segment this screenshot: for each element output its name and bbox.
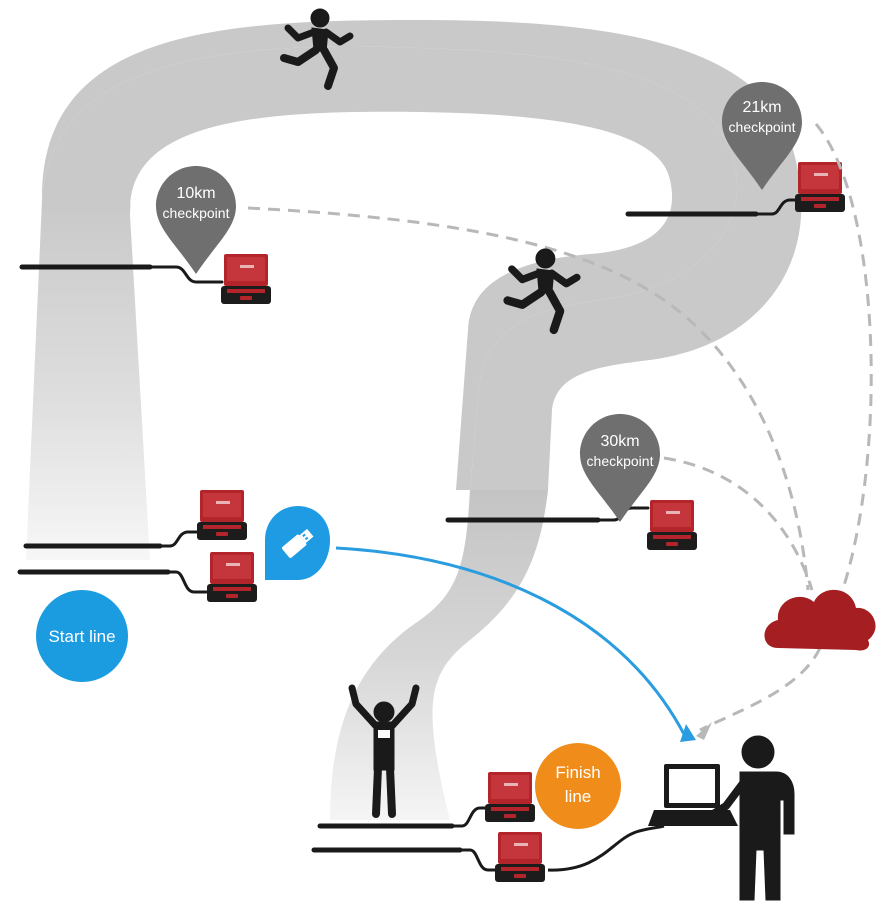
road-arch-interior xyxy=(130,118,666,560)
checkpoint-10km-line2: checkpoint xyxy=(163,205,230,221)
timing-device-icon xyxy=(647,500,697,550)
arrowhead-cloud-laptop xyxy=(696,722,712,740)
checkpoint-21km-line2: checkpoint xyxy=(729,119,796,135)
timing-device-icon xyxy=(795,162,845,212)
timing-device-icon xyxy=(197,490,247,540)
laptop-cable xyxy=(547,824,665,872)
road-top-arch xyxy=(41,20,802,490)
checkpoint-21km: 21km checkpoint xyxy=(722,82,802,190)
winner-icon xyxy=(348,684,420,818)
timing-device-icon xyxy=(207,552,257,602)
link-21km-cloud xyxy=(814,123,873,593)
usb-arrowhead xyxy=(680,724,696,742)
link-cloud-laptop xyxy=(699,647,822,732)
checkpoint-30km-line2: checkpoint xyxy=(587,453,654,469)
road-inner-gap xyxy=(42,46,738,491)
checkpoint-10km-line1: 10km xyxy=(176,185,215,202)
link-10km-cloud xyxy=(247,206,810,591)
laptop-icon xyxy=(648,764,738,826)
timing-device-icon xyxy=(221,254,271,304)
start-line-marker: Start line xyxy=(36,590,128,682)
usb-transfer-arrow xyxy=(335,546,688,739)
usb-badge xyxy=(265,506,330,580)
road-start-leg xyxy=(26,200,150,560)
checkpoint-30km-line1: 30km xyxy=(600,433,639,450)
start-line-label: Start line xyxy=(48,627,115,646)
timing-device-icon xyxy=(495,832,545,882)
link-30km-cloud xyxy=(663,456,814,591)
timing-device-icon xyxy=(485,772,535,822)
finish-line-marker: Finish line xyxy=(535,743,621,829)
cloud-icon xyxy=(764,589,876,651)
finish-line-label-2: line xyxy=(565,787,591,806)
finish-line-label-1: Finish xyxy=(555,763,600,782)
checkpoint-21km-line1: 21km xyxy=(742,99,781,116)
timing-mats xyxy=(17,211,759,853)
usb-icon xyxy=(282,528,314,558)
data-links xyxy=(247,123,873,732)
road-finish-leg xyxy=(330,490,548,820)
checkpoint-10km: 10km checkpoint xyxy=(156,166,236,274)
operator-icon xyxy=(706,735,795,901)
checkpoint-30km: 30km checkpoint xyxy=(580,414,660,522)
